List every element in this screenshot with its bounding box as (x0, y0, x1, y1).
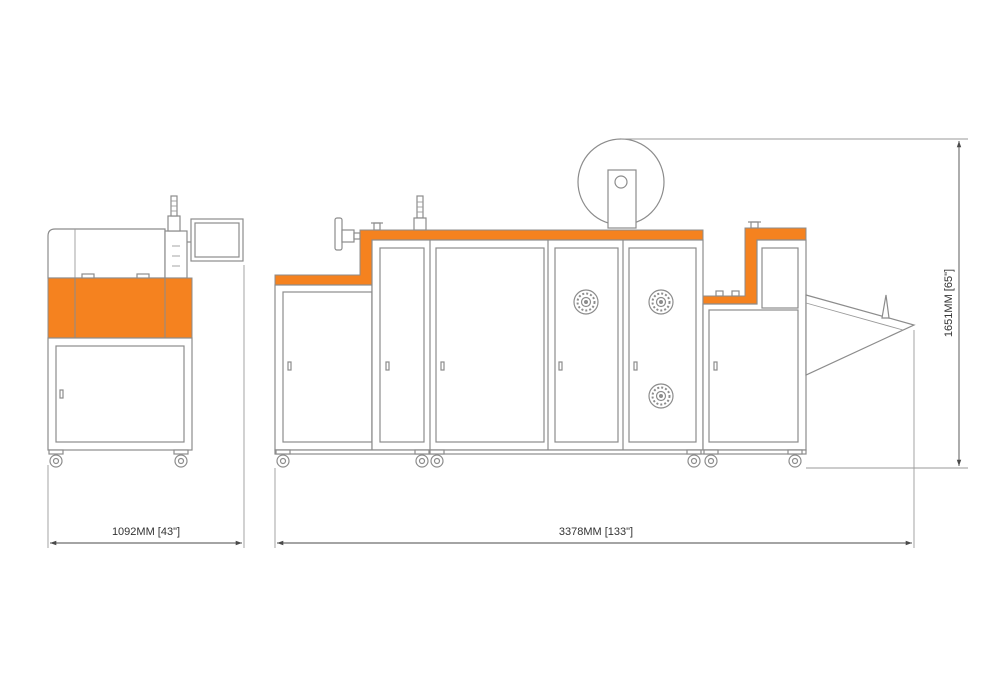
door-handle-icon (633, 361, 638, 371)
side-view-control-column (164, 230, 188, 279)
cabinet-door (379, 247, 425, 443)
material-reel (577, 138, 665, 229)
door-handle-icon (440, 361, 445, 371)
side-width-label: 1092MM [43"] (112, 526, 180, 538)
main-cabinet (371, 239, 704, 451)
handwheel (334, 217, 361, 251)
side-view-upper-housing (47, 228, 166, 279)
door-handle-icon (558, 361, 563, 371)
side-view-casters (48, 449, 189, 468)
emergency-stop-knob (750, 221, 759, 229)
door-handle-icon (59, 389, 64, 399)
side-view-orange-band (47, 277, 193, 339)
emergency-stop-knob (373, 222, 381, 231)
front-view-machine (274, 138, 916, 468)
cabinet-door (554, 247, 619, 443)
door-handle-icon (385, 361, 390, 371)
side-view-base-cabinet (47, 337, 193, 451)
dimension-lines (47, 138, 968, 548)
cooling-fan-icon (648, 289, 674, 315)
door-handle-icon (713, 361, 718, 371)
height-label: 1651MM [65"] (943, 269, 955, 337)
cabinet-door (435, 247, 545, 443)
cabinet-door (628, 247, 697, 443)
front-width-label: 3378MM [133"] (559, 526, 633, 538)
unwind-cabinet (274, 284, 373, 451)
machine-base-rail (274, 449, 807, 455)
side-view-machine (47, 195, 244, 468)
stacker-tray (805, 294, 916, 376)
door-handle-icon (287, 361, 292, 371)
control-monitor (190, 218, 244, 262)
side-view-cabinet-door (55, 345, 185, 443)
cooling-fan-icon (573, 289, 599, 315)
cooling-fan-icon (648, 383, 674, 409)
